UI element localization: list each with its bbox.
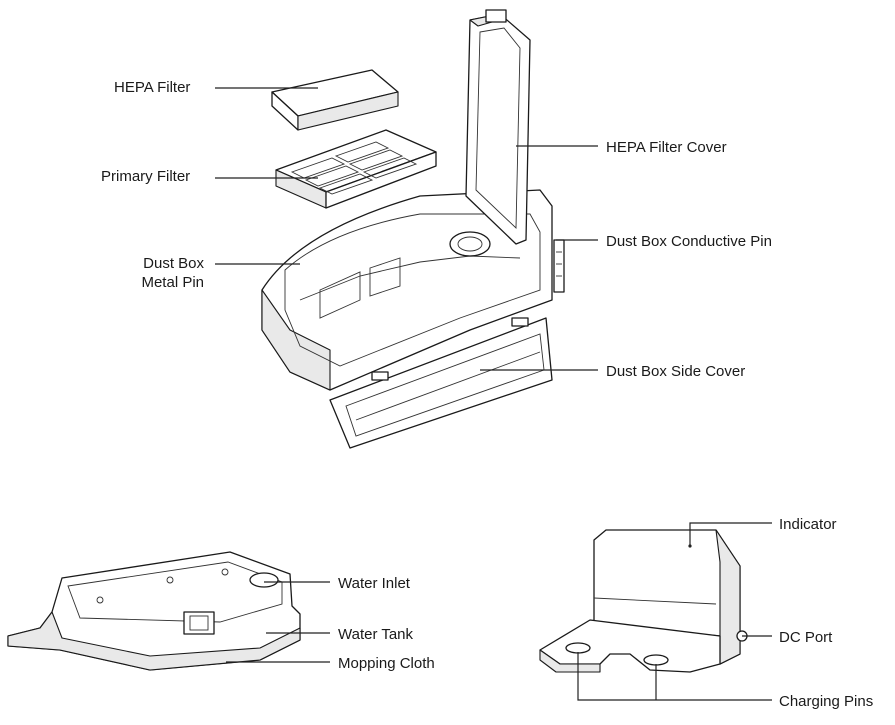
label-water-inlet: Water Inlet — [338, 575, 410, 592]
label-water-tank: Water Tank — [338, 626, 414, 643]
label-dust-box-conductive-pin: Dust Box Conductive Pin — [606, 233, 772, 250]
label-mopping-cloth: Mopping Cloth — [338, 655, 435, 672]
hepa-filter-cover-illustration — [465, 9, 531, 245]
label-dc-port: DC Port — [779, 629, 833, 646]
dust-box-side-cover-illustration — [329, 317, 553, 449]
dust-box-assembly — [261, 9, 565, 449]
charging-dock-illustration — [539, 529, 748, 673]
label-hepa-filter: HEPA Filter — [114, 79, 191, 96]
water-tank-illustration — [7, 551, 301, 671]
label-dust-box-metal-pin: Dust Box Metal Pin — [120, 254, 204, 292]
label-dust-box-side-cover: Dust Box Side Cover — [606, 363, 746, 380]
label-hepa-filter-cover: HEPA Filter Cover — [606, 139, 727, 156]
label-primary-filter: Primary Filter — [101, 168, 191, 185]
label-dust-box-metal-pin-line1: Dust Box — [143, 255, 204, 272]
label-indicator: Indicator — [779, 516, 837, 533]
dust-box-body-illustration — [261, 189, 565, 391]
label-charging-pins: Charging Pins — [779, 693, 874, 710]
leader-lines — [215, 87, 772, 701]
label-dust-box-metal-pin-line2: Metal Pin — [141, 274, 204, 291]
hepa-filter-illustration — [271, 69, 399, 131]
primary-filter-illustration — [275, 129, 437, 209]
